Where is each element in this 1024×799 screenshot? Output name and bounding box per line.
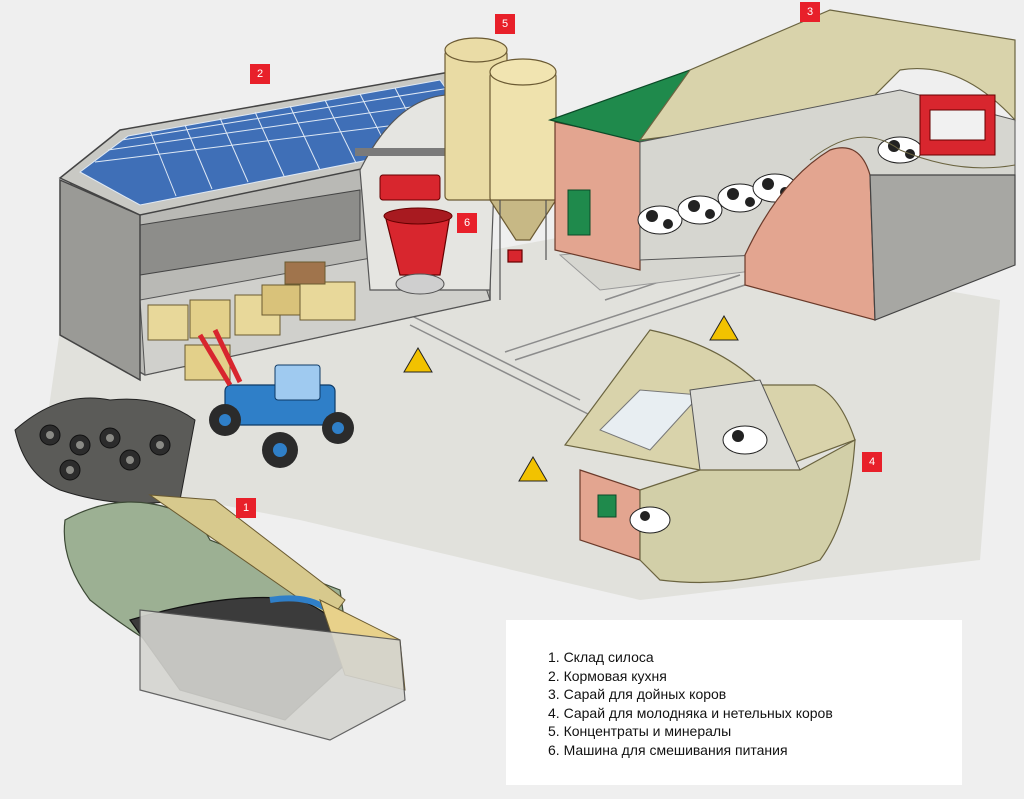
silage-storage [14,397,406,741]
telehandler-tractor [197,328,354,468]
legend-item-heifer-barn: 4. Сарай для молодняка и нетельных коров [548,704,833,721]
hay-bales [147,261,356,381]
badge-dairy-barn: 3 [800,2,820,22]
badge-heifer-barn: 4 [862,452,882,472]
legend-item-kitchen: 2. Кормовая кухня [548,667,667,684]
legend-item-mixer: 6. Машина для смешивания питания [548,741,788,758]
legend-item-concentrates: 5. Концентраты и минералы [548,723,732,740]
badge-kitchen: 2 [250,64,270,84]
badge-silage: 1 [236,498,256,518]
legend-list: 1. Склад силоса 2. Кормовая кухня 3. Сар… [548,648,833,760]
concentrate-silos [444,37,558,300]
legend-item-dairy-barn: 3. Сарай для дойных коров [548,686,727,703]
dairy-barn-building [547,9,1016,321]
warning-signs [403,315,739,482]
badge-silos: 5 [495,14,515,34]
ground-paths [399,254,746,416]
badge-mixer: 6 [457,213,477,233]
legend-item-silage: 1. Склад силоса [548,649,654,665]
heifer-barn-building [563,329,856,584]
legend-box [506,620,962,785]
